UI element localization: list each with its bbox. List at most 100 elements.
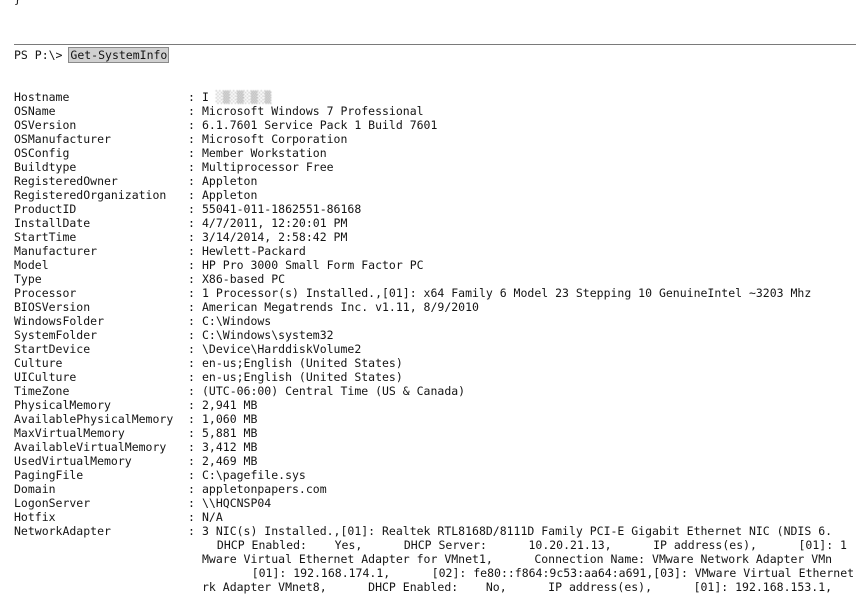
field-separator: : [188,370,195,384]
field-value: N/A [202,510,223,524]
field-separator: : [188,426,195,440]
field-separator: : [188,174,195,188]
field-value: I ░▒░▒░▒░▒ [202,90,271,104]
field-name: Manufacturer [14,244,98,258]
output-row: OSConfig:Member Workstation [14,146,856,160]
output-row: SystemFolder:C:\Windows\system32 [14,328,856,342]
output-row: Processor:1 Processor(s) Installed.,[01]… [14,286,856,300]
field-name: Buildtype [14,160,77,174]
field-separator: : [188,132,195,146]
field-value: 55041-011-1862551-86168 [202,202,362,216]
field-name: AvailableVirtualMemory [14,440,167,454]
field-name: BIOSVersion [14,300,91,314]
field-value: 3/14/2014, 2:58:42 PM [202,230,348,244]
network-continuation-row: Mware Virtual Ethernet Adapter for VMnet… [14,552,856,566]
field-name: TimeZone [14,384,70,398]
output-row: Model: HP Pro 3000 Small Form Factor PC [14,258,856,272]
output-row: RegisteredOwner:Appleton [14,174,856,188]
field-value: \\HQCNSP04 [202,496,272,510]
network-continuation-text: [01]: 192.168.174.1, [02]: fe80::f864:9c… [224,566,855,580]
field-separator: : [188,398,195,412]
field-value: 4/7/2011, 12:20:01 PM [202,216,348,230]
field-separator: : [188,286,195,300]
separator-line [14,44,856,45]
field-name: Model [14,258,49,272]
field-value: C:\Windows [202,314,272,328]
field-value: Multiprocessor Free [202,160,334,174]
output-row: Domain:appletonpapers.com [14,482,856,496]
field-separator: : [188,300,195,314]
network-continuation-text: rk Adapter VMnet8, DHCP Enabled: No, IP … [202,580,833,594]
output-row: ProductID:55041-011-1862551-86168 [14,202,856,216]
output-row: PagingFile:C:\pagefile.sys [14,468,856,482]
field-name: ProductID [14,202,77,216]
prompt-text: PS P:\> [14,48,63,62]
field-name: RegisteredOrganization [14,188,167,202]
field-name: OSVersion [14,118,77,132]
output-row: OSName:Microsoft Windows 7 Professional [14,104,856,118]
field-separator: : [188,244,195,258]
field-value: en-us;English (United States) [202,370,403,384]
field-value: 6.1.7601 Service Pack 1 Build 7601 [202,118,438,132]
field-name: Hostname [14,90,70,104]
output-row: AvailableVirtualMemory:3,412 MB [14,440,856,454]
field-value: appletonpapers.com [202,482,327,496]
output-row: Buildtype:Multiprocessor Free [14,160,856,174]
field-separator: : [188,104,195,118]
field-name: SystemFolder [14,328,98,342]
field-name: Culture [14,356,63,370]
field-separator: : [188,342,195,356]
field-separator: : [188,356,195,370]
output-row: BIOSVersion:American Megatrends Inc. v1.… [14,300,856,314]
field-name: MaxVirtualMemory [14,426,125,440]
field-name: UICulture [14,370,77,384]
field-value: 5,881 MB [202,426,258,440]
output-row: OSVersion:6.1.7601 Service Pack 1 Build … [14,118,856,132]
field-separator: : [188,510,195,524]
field-name: Hotfix [14,510,56,524]
field-name: AvailablePhysicalMemory [14,412,174,426]
field-name: PhysicalMemory [14,398,111,412]
output-row: Culture: en-us;English (United States) [14,356,856,370]
field-name: PagingFile [14,468,84,482]
field-name: WindowsFolder [14,314,105,328]
output-row: Manufacturer:Hewlett-Packard [14,244,856,258]
field-separator: : [188,482,195,496]
field-value: 3,412 MB [202,440,258,454]
field-separator: : [188,146,195,160]
output-row: WindowsFolder: C:\Windows [14,314,856,328]
output-row: TimeZone:(UTC-06:00) Central Time (US & … [14,384,856,398]
output-row: InstallDate:4/7/2011, 12:20:01 PM [14,216,856,230]
network-continuation-row: rk Adapter VMnet8, DHCP Enabled: No, IP … [14,580,856,594]
field-value: en-us;English (United States) [202,356,403,370]
field-separator: : [188,496,195,510]
field-name: Processor [14,286,77,300]
field-separator: : [188,258,195,272]
field-name: NetworkAdapter [14,524,111,538]
field-value: 1 Processor(s) Installed.,[01]: x64 Fami… [202,286,812,300]
field-separator: : [188,188,195,202]
output-row: RegisteredOrganization: Appleton [14,188,856,202]
field-separator: : [188,216,195,230]
field-name: OSConfig [14,146,70,160]
field-value: (UTC-06:00) Central Time (US & Canada) [202,384,466,398]
field-name: OSName [14,104,56,118]
command-text[interactable]: Get-SystemInfo [68,47,170,63]
output-row: MaxVirtualMemory:5,881 MB [14,426,856,440]
network-continuation-text: DHCP Enabled: Yes, DHCP Server: 10.20.21… [210,538,847,552]
hostname-visible-char: I [202,90,209,104]
hostname-redacted: ░▒░▒░▒░▒ [208,90,272,104]
field-separator: : [188,314,195,328]
network-continuation-row: DHCP Enabled: Yes, DHCP Server: 10.20.21… [14,538,856,552]
field-separator: : [188,454,195,468]
field-separator: : [188,412,195,426]
network-continuation-row: [01]: 192.168.174.1, [02]: fe80::f864:9c… [14,566,856,580]
field-value: 1,060 MB [202,412,258,426]
field-value: HP Pro 3000 Small Form Factor PC [202,258,424,272]
output-row: OSManufacturer:Microsoft Corporation [14,132,856,146]
field-value: Appleton [202,188,258,202]
field-name: Type [14,272,42,286]
field-separator: : [188,468,195,482]
field-separator: : [188,524,195,538]
